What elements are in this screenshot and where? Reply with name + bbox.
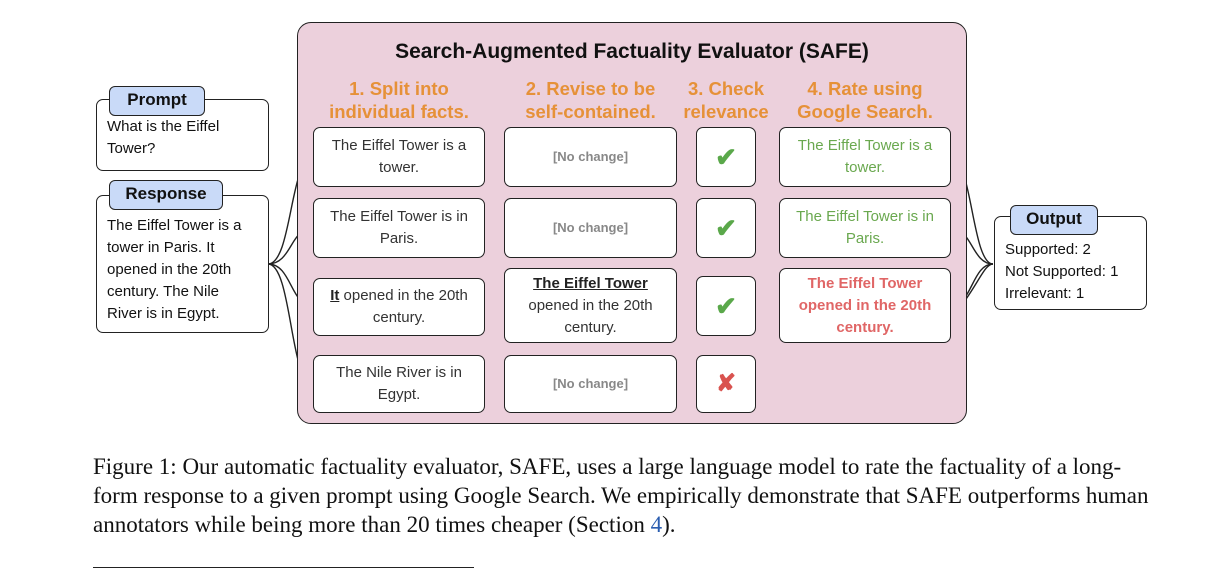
step-rate-line2: Google Search. bbox=[797, 101, 933, 122]
response-text: The Eiffel Tower is a tower in Paris. It… bbox=[107, 217, 242, 322]
step-relevance-line2: relevance bbox=[683, 101, 769, 122]
figure-caption: Figure 1: Our automatic factuality evalu… bbox=[93, 452, 1163, 539]
prompt-text: What is the Eiffel Tower? bbox=[107, 118, 220, 157]
footnote-rule bbox=[93, 567, 474, 568]
fact-3-split: It opened in the 20th century. bbox=[313, 278, 485, 336]
fact-2-revised: [No change] bbox=[504, 198, 677, 258]
fact-1-rating-supported: The Eiffel Tower is a tower. bbox=[779, 127, 951, 187]
caption-text: Figure 1: Our automatic factuality evalu… bbox=[93, 454, 1149, 537]
output-supported: Supported: 2 bbox=[1005, 241, 1091, 258]
step-revise-line1: 2. Revise to be bbox=[525, 78, 656, 99]
fact-1-revised: [No change] bbox=[504, 127, 677, 187]
fact-3-revised-subject: The Eiffel Tower bbox=[533, 274, 648, 292]
step-split-line2: individual facts. bbox=[329, 101, 469, 122]
step-split-line1: 1. Split into bbox=[349, 78, 449, 99]
step-revise-label: 2. Revise to be self-contained. bbox=[504, 77, 677, 123]
fact-4-cross-icon: ✘ bbox=[696, 355, 756, 413]
step-relevance-label: 3. Check relevance bbox=[677, 77, 775, 123]
step-rate-label: 4. Rate using Google Search. bbox=[779, 77, 951, 123]
prompt-tag: Prompt bbox=[109, 86, 205, 116]
step-split-label: 1. Split into individual facts. bbox=[313, 77, 485, 123]
fact-3-revised: The Eiffel Tower opened in the 20th cent… bbox=[504, 268, 677, 343]
fact-1-check-icon: ✔ bbox=[696, 127, 756, 187]
fact-4-revised: [No change] bbox=[504, 355, 677, 413]
fact-3-split-rest: opened in the 20th century. bbox=[339, 287, 468, 326]
output-not-supported: Not Supported: 1 bbox=[1005, 263, 1119, 280]
output-tag: Output bbox=[1010, 205, 1098, 235]
fact-2-rating-supported: The Eiffel Tower is in Paris. bbox=[779, 198, 951, 258]
fact-2-check-icon: ✔ bbox=[696, 198, 756, 258]
response-box: The Eiffel Tower is a tower in Paris. It… bbox=[96, 195, 269, 333]
fact-3-rating-not-supported: The Eiffel Tower opened in the 20th cent… bbox=[779, 268, 951, 343]
fact-1-split: The Eiffel Tower is a tower. bbox=[313, 127, 485, 187]
step-revise-line2: self-contained. bbox=[525, 101, 656, 122]
caption-tail: ). bbox=[662, 512, 676, 537]
diagram-title: Search-Augmented Factuality Evaluator (S… bbox=[395, 40, 869, 63]
output-irrelevant: Irrelevant: 1 bbox=[1005, 285, 1085, 302]
fact-3-pronoun: It bbox=[330, 287, 340, 304]
fact-4-split: The Nile River is in Egypt. bbox=[313, 355, 485, 413]
fact-3-check-icon: ✔ bbox=[696, 276, 756, 336]
caption-section-link[interactable]: 4 bbox=[650, 512, 663, 537]
step-rate-line1: 4. Rate using bbox=[807, 78, 923, 99]
fact-3-revised-rest: opened in the 20th century. bbox=[528, 296, 653, 336]
response-tag: Response bbox=[109, 180, 223, 210]
step-relevance-line1: 3. Check bbox=[687, 78, 765, 99]
fact-2-split: The Eiffel Tower is in Paris. bbox=[313, 198, 485, 258]
